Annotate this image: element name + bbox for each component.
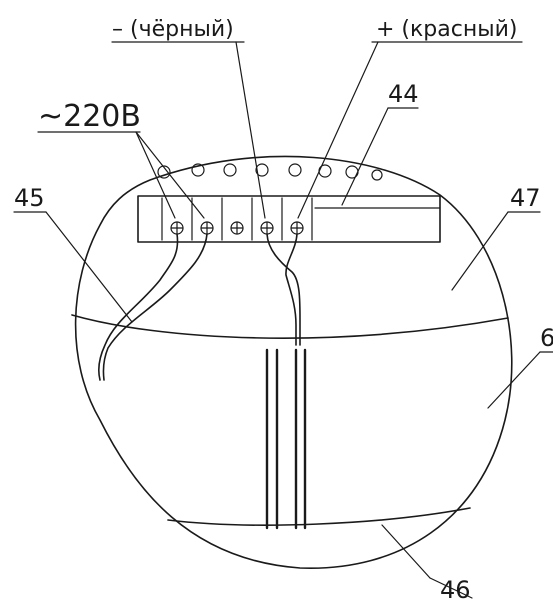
label-minus-black: – (чёрный)	[112, 17, 234, 42]
bottom-plate	[167, 507, 471, 526]
terminal-screws	[170, 221, 304, 235]
enclosure-outline	[74, 155, 513, 569]
label-voltage: ~220В	[38, 99, 141, 134]
dc-cable	[266, 233, 301, 346]
vertical-tubes	[265, 348, 307, 530]
label-ref-47: 47	[510, 184, 541, 212]
label-ref-44: 44	[388, 80, 419, 108]
screw-3	[230, 221, 244, 235]
label-ref-45: 45	[14, 184, 45, 212]
label-ref-6: 6	[540, 324, 553, 352]
label-ref-46: 46	[440, 576, 471, 603]
screw-2	[200, 221, 214, 235]
screw-1	[170, 221, 184, 235]
screw-4	[260, 221, 274, 235]
terminal-block	[137, 195, 441, 243]
label-plus-red: + (красный)	[376, 17, 517, 42]
screw-5	[290, 221, 304, 235]
section-arc	[71, 314, 509, 339]
mains-cable	[98, 233, 208, 381]
leader-lines	[13, 41, 553, 599]
vent-holes	[157, 163, 383, 181]
